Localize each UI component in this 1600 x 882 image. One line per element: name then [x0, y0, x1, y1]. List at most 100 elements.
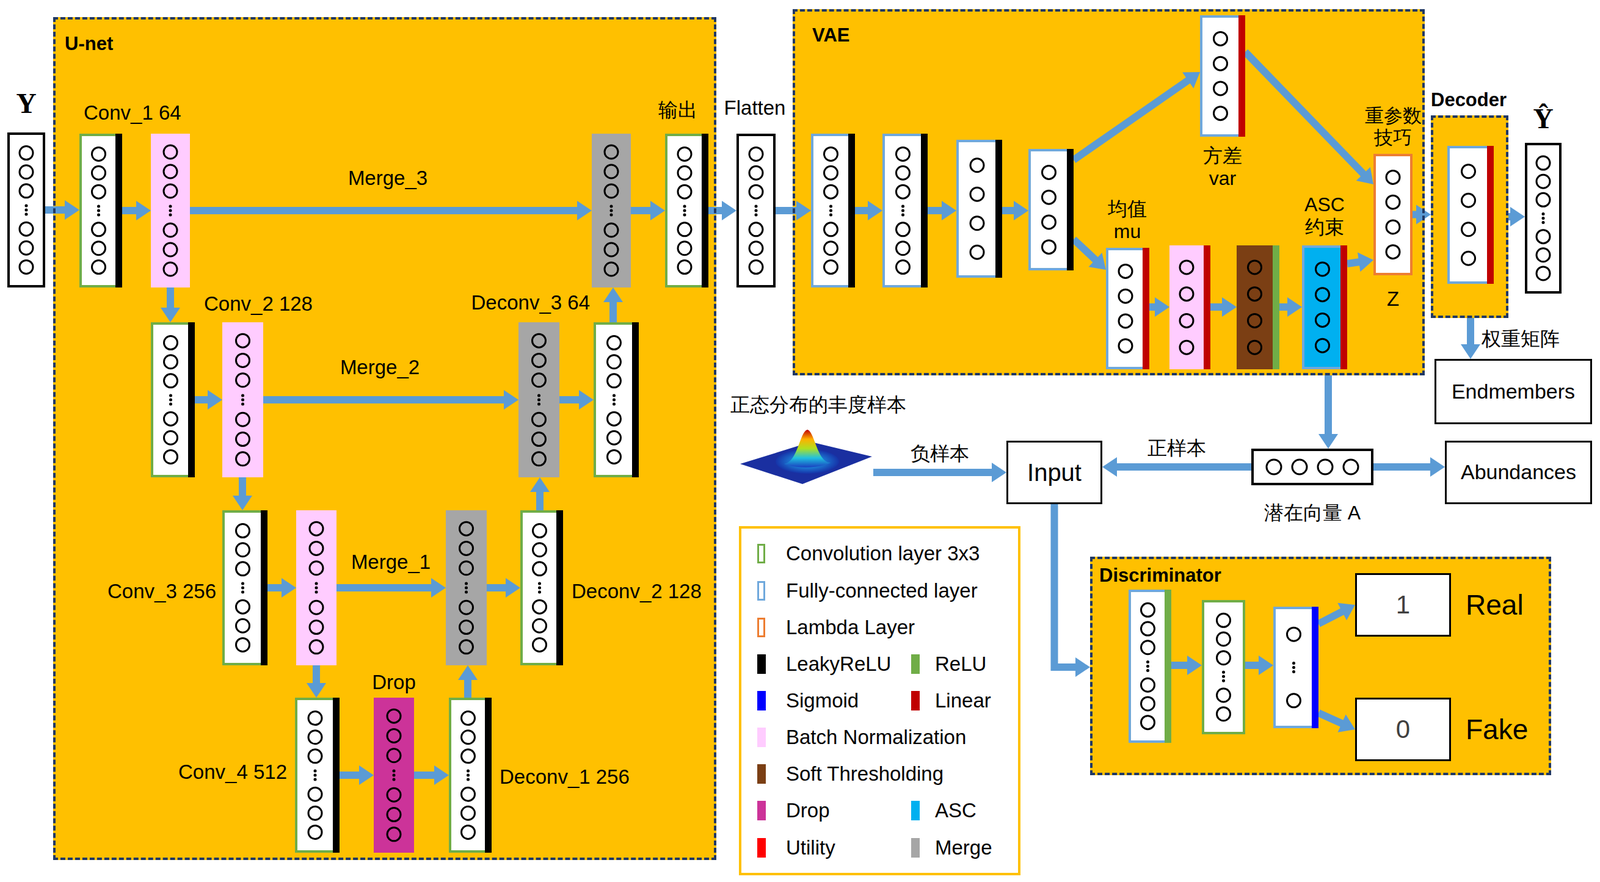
neuron	[532, 353, 546, 368]
neuron	[677, 260, 692, 275]
ellipsis-dot	[392, 774, 396, 778]
label-anchor: Ŷ	[1532, 103, 1553, 136]
ellipsis-dot	[1146, 665, 1150, 669]
neuron-circles	[1128, 589, 1172, 744]
neuron	[163, 145, 178, 159]
node-label: Drop	[371, 671, 416, 695]
edge-label: 权重矩阵	[1481, 327, 1560, 350]
layer-column	[1447, 145, 1494, 284]
neuron	[607, 412, 622, 426]
neuron	[387, 729, 401, 743]
arrowhead	[1318, 434, 1339, 449]
arrowhead	[1075, 657, 1091, 678]
neuron	[533, 524, 547, 539]
neuron	[308, 787, 322, 802]
ellipsis-dot	[97, 213, 101, 217]
label-anchor: 正态分布的丰度样本	[730, 393, 907, 417]
neuron	[1248, 260, 1262, 275]
neuron-circles	[1251, 448, 1374, 486]
label-anchor: Lambda Layer	[785, 616, 915, 640]
ellipsis-dot	[97, 205, 101, 209]
neuron	[1214, 106, 1228, 121]
neuron	[309, 522, 324, 536]
neuron	[236, 452, 250, 466]
connector	[1318, 611, 1344, 625]
arrowhead	[1102, 457, 1117, 477]
connector	[1245, 661, 1260, 670]
activation-bar	[1164, 589, 1172, 744]
edge-label: 负样本	[910, 442, 970, 466]
arrowhead	[578, 390, 594, 410]
neuron	[1042, 190, 1056, 204]
neuron	[461, 806, 476, 821]
arrowhead	[941, 200, 957, 221]
arrowhead	[650, 200, 666, 221]
connector	[1324, 375, 1332, 436]
neuron-circles	[222, 322, 264, 478]
ellipsis-dot	[241, 586, 245, 590]
label-anchor: Convolution layer 3x3	[785, 542, 980, 566]
ellipsis-dot	[612, 398, 616, 402]
connector	[464, 679, 472, 699]
neuron	[1141, 622, 1155, 636]
label-anchor: ReLU	[934, 652, 987, 677]
neuron	[1214, 31, 1228, 46]
activation-bar	[1340, 245, 1348, 370]
neuron	[1042, 215, 1056, 230]
neuron	[1536, 230, 1550, 244]
neuron	[164, 431, 178, 445]
neuron	[1386, 220, 1400, 234]
connector	[1073, 239, 1097, 261]
layer-column: Conv_3 256	[222, 510, 268, 666]
neuron	[236, 543, 250, 557]
label-anchor: Conv_4 512	[178, 760, 288, 785]
label-anchor: 输出	[658, 98, 698, 122]
ellipsis-dot	[610, 209, 614, 213]
arrowhead	[1013, 200, 1029, 221]
gaussian-surface	[738, 426, 874, 486]
connector	[854, 207, 870, 215]
neuron	[1118, 289, 1133, 303]
activation-bar	[484, 698, 492, 854]
neuron	[309, 541, 324, 556]
neuron-circles	[150, 133, 190, 288]
arrowhead	[431, 578, 446, 598]
neuron	[1118, 314, 1133, 328]
ellipsis-dot	[313, 778, 317, 782]
neuron	[896, 260, 910, 275]
ellipsis-dot	[464, 591, 468, 595]
neuron	[532, 412, 546, 427]
neuron	[970, 216, 984, 231]
ellipsis-dot	[464, 586, 468, 590]
neuron	[604, 164, 619, 179]
neuron	[532, 432, 546, 447]
neuron	[824, 185, 838, 199]
ellipsis-dot	[537, 403, 541, 407]
node-label: Conv_3 256	[107, 580, 217, 604]
legend-swatch	[757, 691, 766, 711]
neuron	[677, 241, 692, 256]
node-label: Conv_1 64	[83, 101, 182, 125]
ellipsis-dot	[169, 403, 173, 407]
legend-text: Drop	[785, 799, 830, 823]
neuron-circles	[1373, 153, 1413, 276]
neuron-circles	[1447, 145, 1494, 284]
neuron-circles	[520, 510, 564, 666]
neuron	[749, 241, 763, 256]
label-anchor: Linear	[934, 689, 992, 713]
neuron	[1179, 260, 1194, 275]
neuron-circles	[1273, 607, 1319, 729]
node-label: Discriminator	[1099, 564, 1222, 587]
merge-label: Merge_1	[351, 550, 431, 575]
legend-swatch	[757, 544, 766, 564]
layer-column: Deconv_3 64	[593, 322, 639, 478]
connector	[1171, 661, 1189, 670]
ellipsis-dot	[1146, 669, 1150, 673]
legend-text: ReLU	[934, 652, 987, 677]
ellipsis-dot	[466, 770, 470, 774]
neuron	[607, 431, 622, 445]
ellipsis-dot	[683, 209, 687, 213]
neuron	[309, 621, 324, 635]
ellipsis-dot	[754, 205, 758, 209]
neuron	[459, 600, 474, 615]
